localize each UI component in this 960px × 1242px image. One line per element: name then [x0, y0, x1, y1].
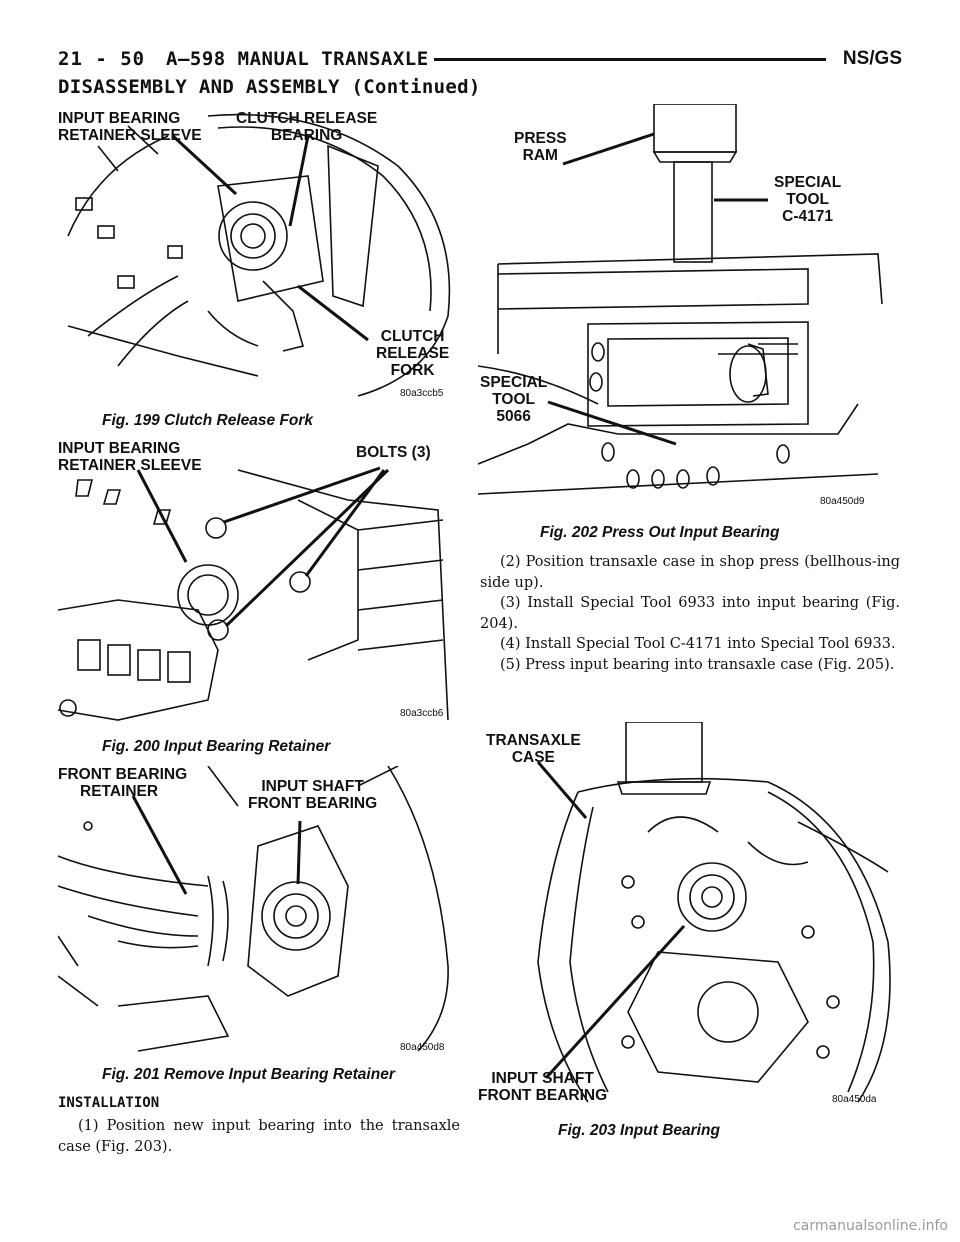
figure-caption: Fig. 200 Input Bearing Retainer [102, 738, 331, 755]
installation-text: (1) Position new input bearing into the … [58, 1116, 460, 1157]
step-1: (1) Position new input bearing into the … [58, 1118, 460, 1155]
input-bearing-illustration [536, 722, 891, 1103]
page-header: 21 - 50 A–598 MANUAL TRANSAXLE NS/GS [58, 44, 902, 74]
clutch-release-fork-illustration [67, 113, 451, 397]
figure-caption: Fig. 201 Remove Input Bearing Retainer [102, 1066, 395, 1083]
figure-code: 80a450da [832, 1094, 877, 1105]
figure-code: 80a3ccb5 [400, 388, 444, 399]
figure-caption: Fig. 199 Clutch Release Fork [102, 412, 314, 429]
page-number: 21 - 50 [58, 48, 146, 70]
procedure-steps: (2) Position transaxle case in shop pres… [480, 552, 900, 675]
installation-heading: INSTALLATION [58, 1095, 160, 1111]
step-4: (4) Install Special Tool C-4171 into Spe… [500, 636, 896, 652]
remove-input-bearing-retainer-illustration [58, 766, 449, 1052]
figure-code: 80a3ccb6 [400, 708, 444, 719]
header-rule [434, 58, 826, 61]
step-2: (2) Position transaxle case in shop pres… [480, 554, 900, 591]
manual-title: A–598 MANUAL TRANSAXLE [166, 48, 429, 70]
figure-caption: Fig. 202 Press Out Input Bearing [540, 524, 780, 541]
step-5: (5) Press input bearing into transaxle c… [500, 656, 895, 673]
press-out-input-bearing-illustration [478, 104, 883, 495]
figure-caption: Fig. 203 Input Bearing [558, 1122, 720, 1139]
input-bearing-retainer-illustration [58, 466, 449, 721]
section-title: DISASSEMBLY AND ASSEMBLY (Continued) [58, 76, 481, 98]
figure-code: 80a450d8 [400, 1042, 445, 1053]
watermark: carmanualsonline.info [793, 1218, 948, 1234]
step-3: (3) Install Special Tool 6933 into input… [480, 595, 900, 632]
model-code: NS/GS [842, 48, 902, 69]
label-bolts: BOLTS (3) [356, 444, 431, 461]
figure-code: 80a450d9 [820, 496, 865, 507]
